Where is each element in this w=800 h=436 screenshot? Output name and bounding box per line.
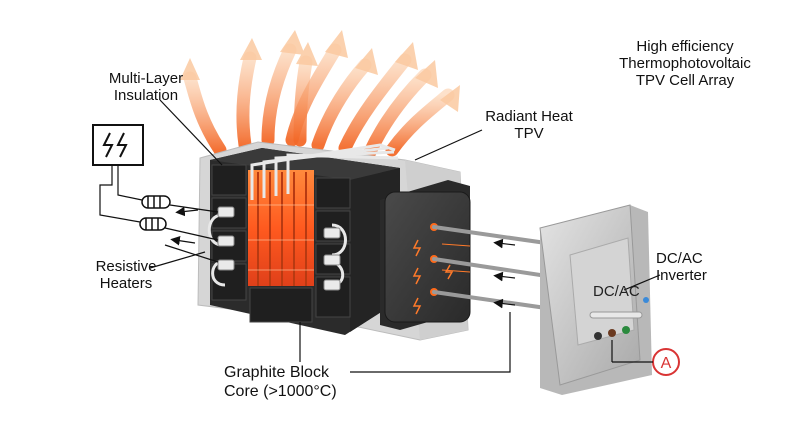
ammeter-icon — [611, 340, 680, 376]
graphite-core-label: Graphite Block Core (>1000°C) — [224, 363, 364, 401]
label-line: DC/AC — [656, 250, 703, 267]
heat-arrow — [293, 55, 313, 147]
lightning-icon — [412, 239, 454, 315]
heat-arrow — [338, 53, 412, 155]
resistive-heaters-label: Resistive Heaters — [86, 258, 166, 292]
label-line: TPV — [514, 125, 544, 142]
heat-arrow — [311, 58, 372, 152]
heater-wires — [207, 143, 399, 287]
label-line: Heaters — [99, 275, 153, 292]
resistor-icon — [139, 195, 171, 231]
heat-arrow-heads — [180, 30, 460, 112]
leader-lines — [149, 99, 511, 373]
graphite-core-glow — [248, 170, 314, 286]
label-line: Thermophotovoltaic — [619, 55, 751, 72]
dc-ac-inverter — [539, 204, 652, 395]
label-line: Resistive — [95, 258, 157, 275]
heater-terminals — [217, 206, 341, 291]
tpv-cell-array-panel — [380, 180, 471, 330]
heat-arrow — [236, 51, 257, 152]
label-line: Multi-Layer — [108, 70, 184, 87]
ammeter-symbol: A — [661, 355, 672, 372]
heat-arrow — [183, 71, 227, 157]
inverter-label: DC/AC Inverter — [656, 250, 736, 284]
label-line: TPV Cell Array — [635, 72, 735, 89]
block-brick — [211, 164, 247, 196]
radiant-heat-label: Radiant Heat TPV — [474, 108, 584, 142]
label-line: High efficiency — [636, 38, 734, 55]
power-wires — [99, 165, 219, 263]
heat-arrow — [363, 68, 432, 159]
tpv-cell-array-label: High efficiency Thermophotovoltaic TPV C… — [610, 38, 760, 89]
insulation-label: Multi-Layer Insulation — [96, 70, 196, 104]
label-line: Graphite Block — [224, 364, 329, 381]
label-line: Core (>1000°C) — [224, 383, 337, 400]
heat-arrow — [261, 43, 297, 147]
heater-arrows — [170, 206, 199, 246]
inverter-pointer — [623, 274, 661, 291]
label-line: Insulation — [113, 87, 179, 104]
current-arrows — [493, 238, 516, 309]
inverter-panel-text: DC/AC — [593, 283, 640, 300]
label-line: Inverter — [656, 267, 707, 284]
ammeter-letter: A — [661, 355, 672, 372]
radiant-heat-arrows — [183, 43, 455, 159]
block-brick — [249, 287, 313, 323]
label-line: Radiant Heat — [485, 108, 573, 125]
power-source-lightning-icon — [92, 124, 144, 166]
block-brick — [315, 177, 351, 209]
